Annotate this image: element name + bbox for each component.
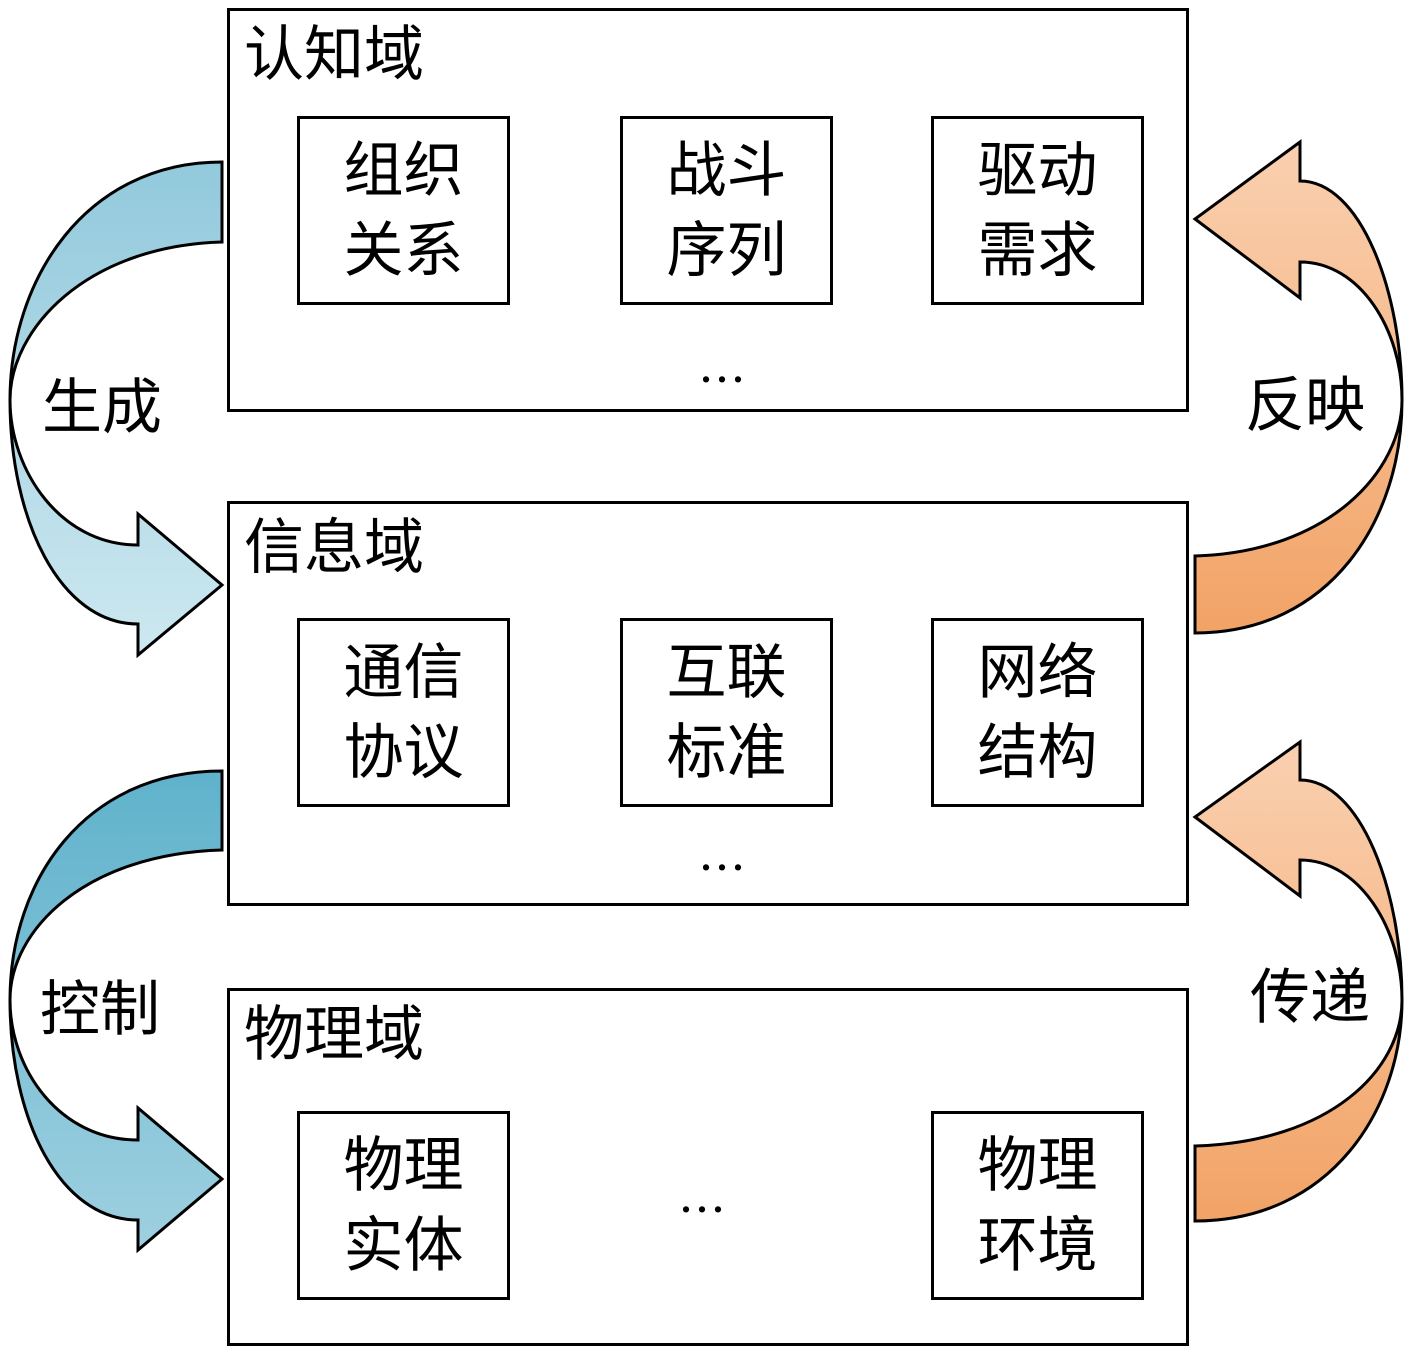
transmit-arrow <box>1192 739 1404 1223</box>
reflect-arrow <box>1192 139 1404 635</box>
control-arrow <box>8 769 225 1254</box>
information-item-interconnect-standard: 互联 标准 <box>620 618 833 807</box>
cognitive-ellipsis: … <box>698 338 746 394</box>
item-label-line1: 驱动 <box>977 135 1098 206</box>
cognitive-domain-box: 认知域 组织 关系 战斗 序列 驱动 需求 … <box>227 8 1189 412</box>
item-label-line2: 结构 <box>977 717 1098 788</box>
item-label-line1: 互联 <box>666 637 787 708</box>
information-domain-box: 信息域 通信 协议 互联 标准 网络 结构 … <box>227 501 1189 906</box>
item-label-line2: 序列 <box>666 215 787 286</box>
physical-item-entity: 物理 实体 <box>297 1111 510 1300</box>
control-label: 控制 <box>40 975 160 1045</box>
cognitive-domain-title: 认知域 <box>244 20 424 90</box>
information-domain-title: 信息域 <box>244 513 424 583</box>
item-label-line2: 标准 <box>666 717 787 788</box>
item-label-line2: 关系 <box>343 215 464 286</box>
item-label-line2: 实体 <box>343 1210 464 1281</box>
information-item-protocol: 通信 协议 <box>297 618 510 807</box>
physical-ellipsis: … <box>678 1168 726 1224</box>
generate-label: 生成 <box>42 373 162 443</box>
cognitive-item-driving-demand: 驱动 需求 <box>931 116 1144 305</box>
information-item-network-structure: 网络 结构 <box>931 618 1144 807</box>
physical-item-environment: 物理 环境 <box>931 1111 1144 1300</box>
transmit-label: 传递 <box>1250 963 1370 1033</box>
item-label-line2: 需求 <box>977 215 1098 286</box>
item-label-line1: 组织 <box>343 135 464 206</box>
item-label-line2: 环境 <box>977 1210 1098 1281</box>
item-label-line1: 战斗 <box>666 135 787 206</box>
cognitive-item-organization: 组织 关系 <box>297 116 510 305</box>
item-label-line1: 通信 <box>343 637 464 708</box>
generate-arrow <box>8 160 225 659</box>
reflect-label: 反映 <box>1245 371 1365 441</box>
physical-domain-title: 物理域 <box>244 1000 424 1070</box>
cognitive-item-battle-order: 战斗 序列 <box>620 116 833 305</box>
item-label-line2: 协议 <box>343 717 464 788</box>
item-label-line1: 网络 <box>977 637 1098 708</box>
physical-domain-box: 物理域 物理 实体 物理 环境 … <box>227 988 1189 1346</box>
information-ellipsis: … <box>698 826 746 882</box>
item-label-line1: 物理 <box>343 1130 464 1201</box>
item-label-line1: 物理 <box>977 1130 1098 1201</box>
